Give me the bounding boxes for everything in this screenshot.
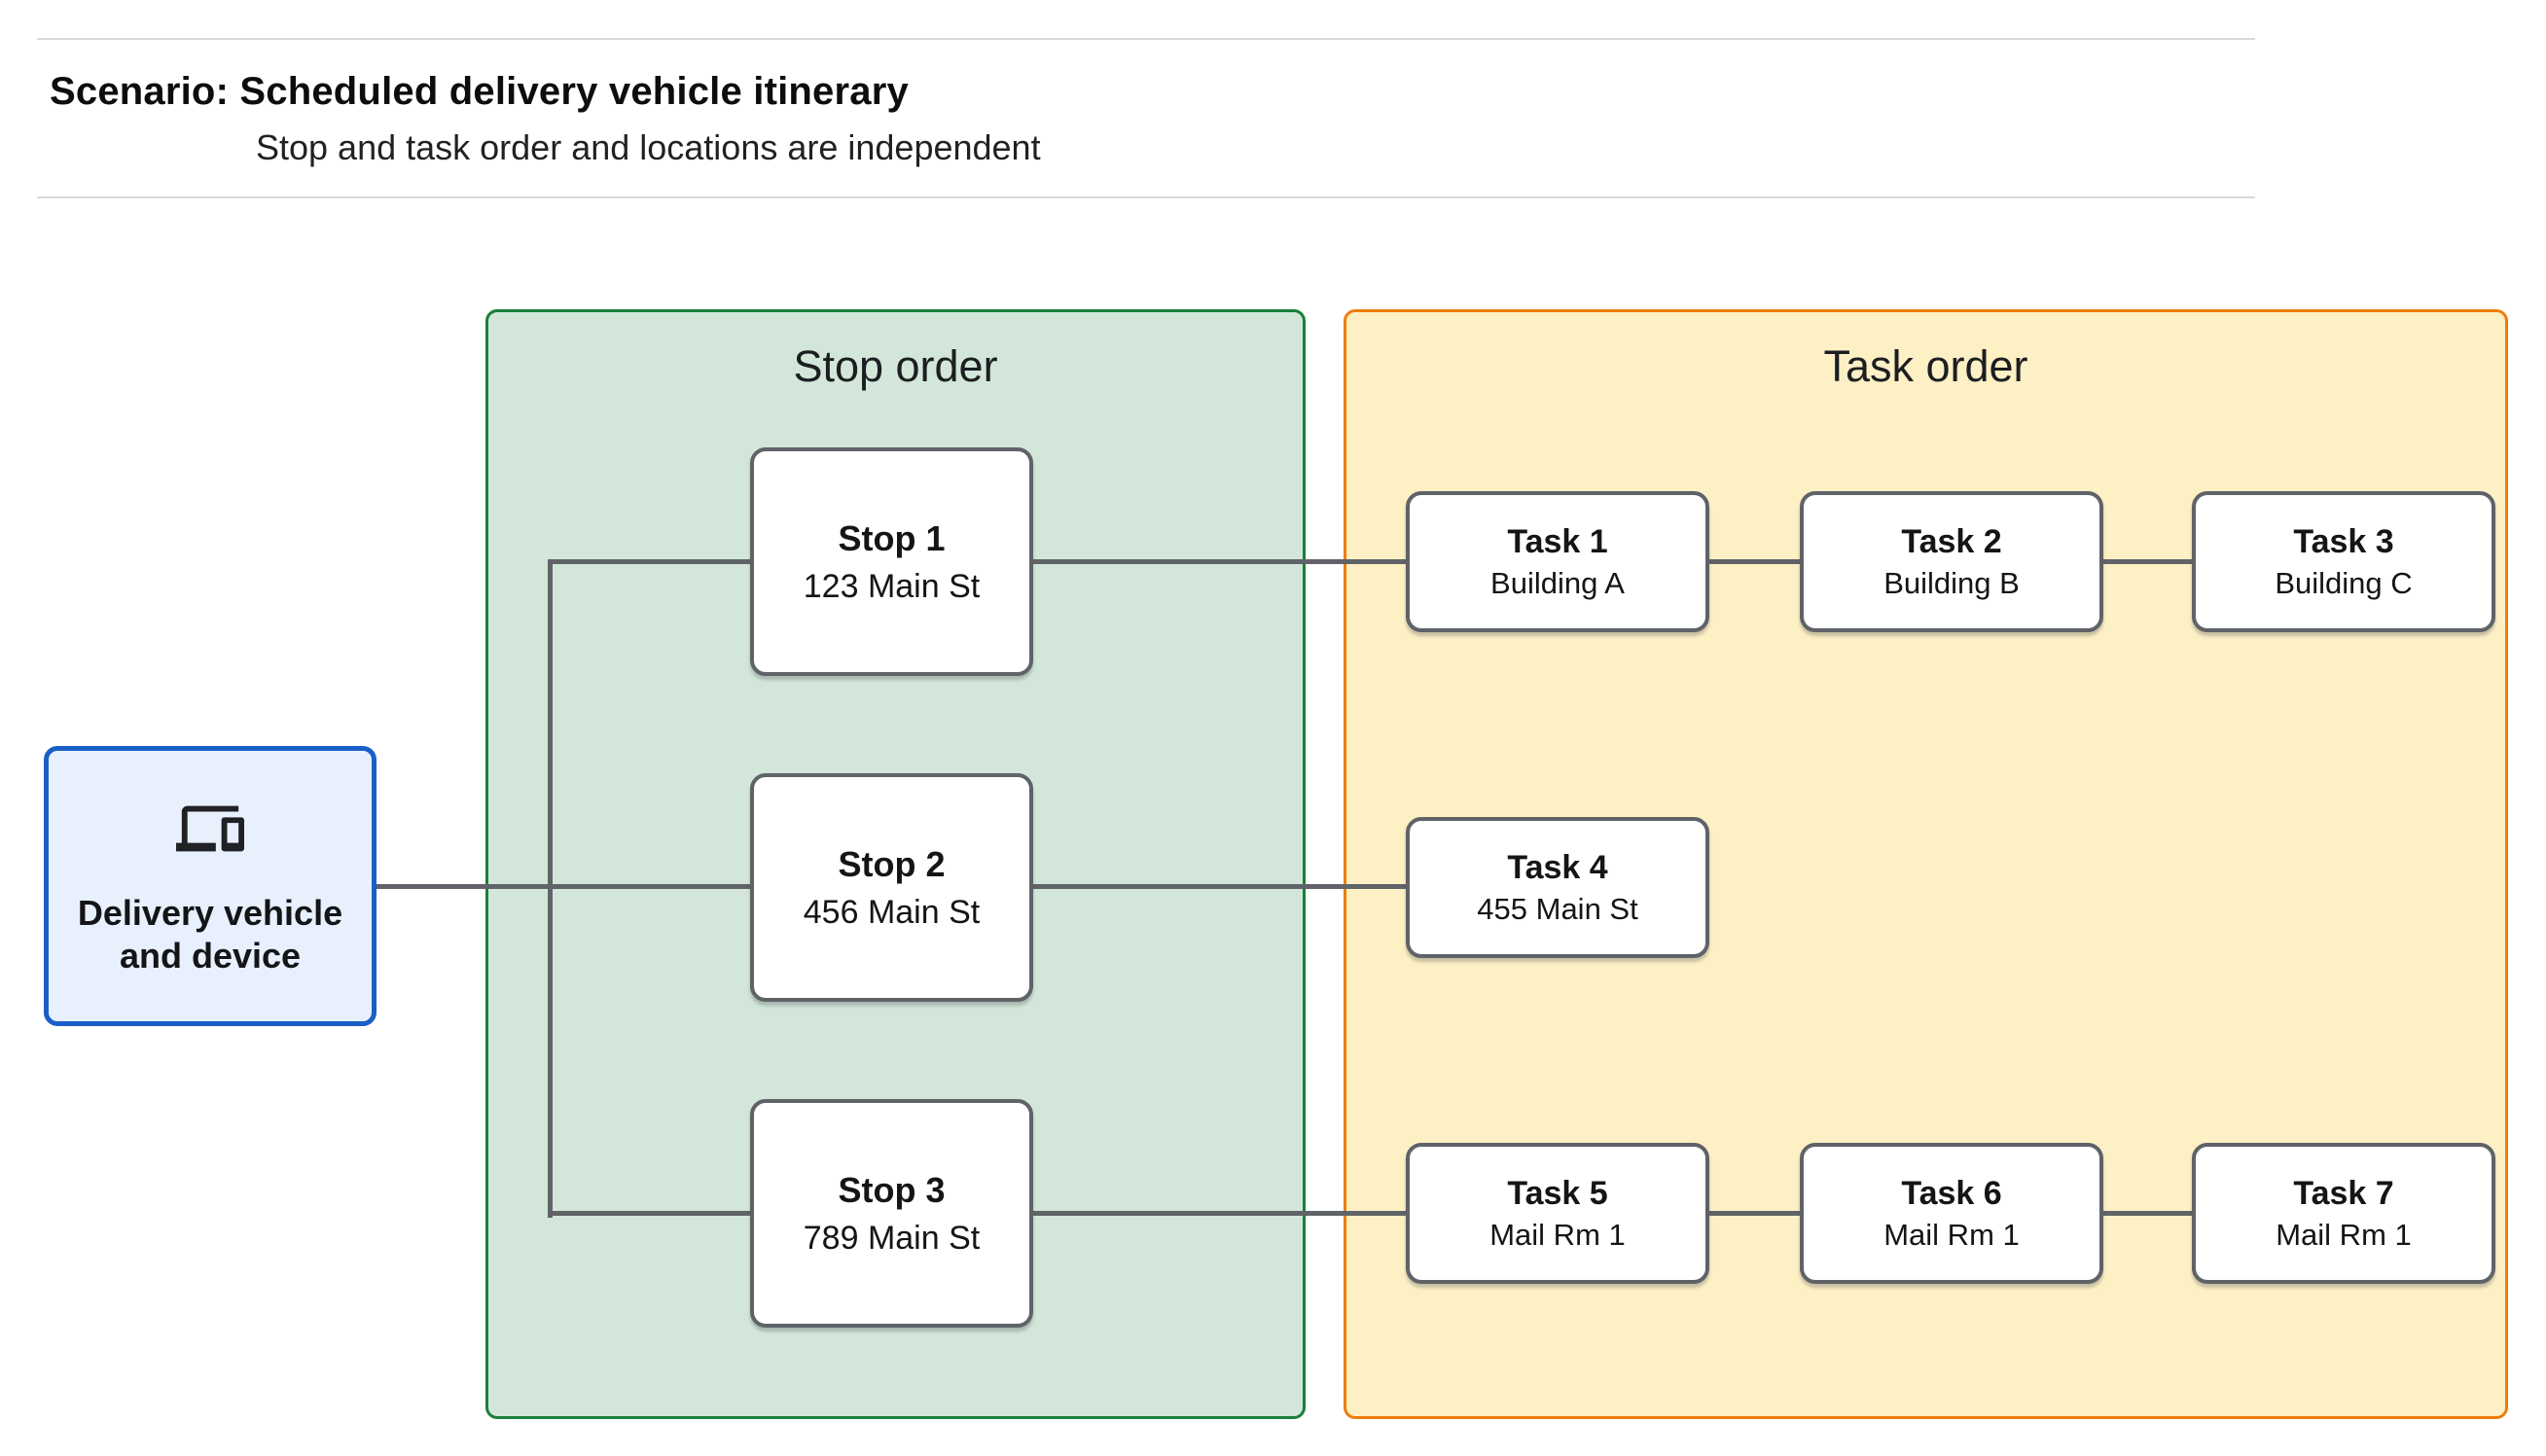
- task-location: Mail Rm 1: [2276, 1217, 2412, 1252]
- page-subtitle: Stop and task order and locations are in…: [256, 127, 1041, 167]
- task-location: Mail Rm 1: [1489, 1217, 1626, 1252]
- connector-stop3-to-task5: [1033, 1211, 1406, 1216]
- connector-trunk-to-stop1: [548, 559, 750, 564]
- divider-top: [37, 38, 2255, 40]
- stop-location: 123 Main St: [803, 567, 981, 605]
- stop-node-1: Stop 1 123 Main St: [750, 447, 1033, 676]
- stop-node-3: Stop 3 789 Main St: [750, 1099, 1033, 1328]
- connector-task1-to-task2: [1709, 559, 1800, 564]
- task-title: Task 1: [1507, 522, 1608, 560]
- task-location: Mail Rm 1: [1883, 1217, 2020, 1252]
- task-node-2: Task 2 Building B: [1800, 491, 2103, 632]
- task-title: Task 2: [1901, 522, 2002, 560]
- connector-trunk-vertical: [548, 559, 553, 1218]
- stop-title: Stop 3: [838, 1169, 946, 1210]
- task-location: Building B: [1883, 565, 2020, 600]
- stop-location: 456 Main St: [803, 893, 981, 931]
- task-title: Task 5: [1507, 1174, 1608, 1212]
- connector-stop2-to-task4: [1033, 884, 1406, 889]
- task-title: Task 4: [1507, 848, 1608, 886]
- stop-node-2: Stop 2 456 Main St: [750, 773, 1033, 1002]
- task-title: Task 7: [2293, 1174, 2394, 1212]
- devices-icon: [176, 805, 244, 852]
- connector-stop1-to-task1: [1033, 559, 1406, 564]
- stop-title: Stop 1: [838, 517, 946, 558]
- task-node-4: Task 4 455 Main St: [1406, 817, 1709, 958]
- stop-title: Stop 2: [838, 843, 946, 884]
- task-title: Task 3: [2293, 522, 2394, 560]
- connector-vehicle-to-stop2: [377, 884, 750, 889]
- delivery-vehicle-node: Delivery vehicle and device: [44, 746, 377, 1026]
- delivery-vehicle-label: Delivery vehicle and device: [77, 893, 343, 976]
- connector-task6-to-task7: [2103, 1211, 2192, 1216]
- task-title: Task 6: [1901, 1174, 2002, 1212]
- stop-location: 789 Main St: [803, 1219, 981, 1257]
- task-location: 455 Main St: [1477, 891, 1638, 926]
- connector-task5-to-task6: [1709, 1211, 1800, 1216]
- task-node-1: Task 1 Building A: [1406, 491, 1709, 632]
- task-node-3: Task 3 Building C: [2192, 491, 2495, 632]
- task-node-7: Task 7 Mail Rm 1: [2192, 1143, 2495, 1284]
- stop-order-panel-label: Stop order: [793, 341, 998, 391]
- connector-trunk-to-stop3: [548, 1211, 750, 1216]
- task-location: Building C: [2275, 565, 2413, 600]
- task-order-panel-label: Task order: [1823, 341, 2028, 391]
- task-location: Building A: [1490, 565, 1625, 600]
- connector-task2-to-task3: [2103, 559, 2192, 564]
- task-node-6: Task 6 Mail Rm 1: [1800, 1143, 2103, 1284]
- task-node-5: Task 5 Mail Rm 1: [1406, 1143, 1709, 1284]
- page-title: Scenario: Scheduled delivery vehicle iti…: [50, 70, 909, 113]
- divider-bottom: [37, 196, 2255, 198]
